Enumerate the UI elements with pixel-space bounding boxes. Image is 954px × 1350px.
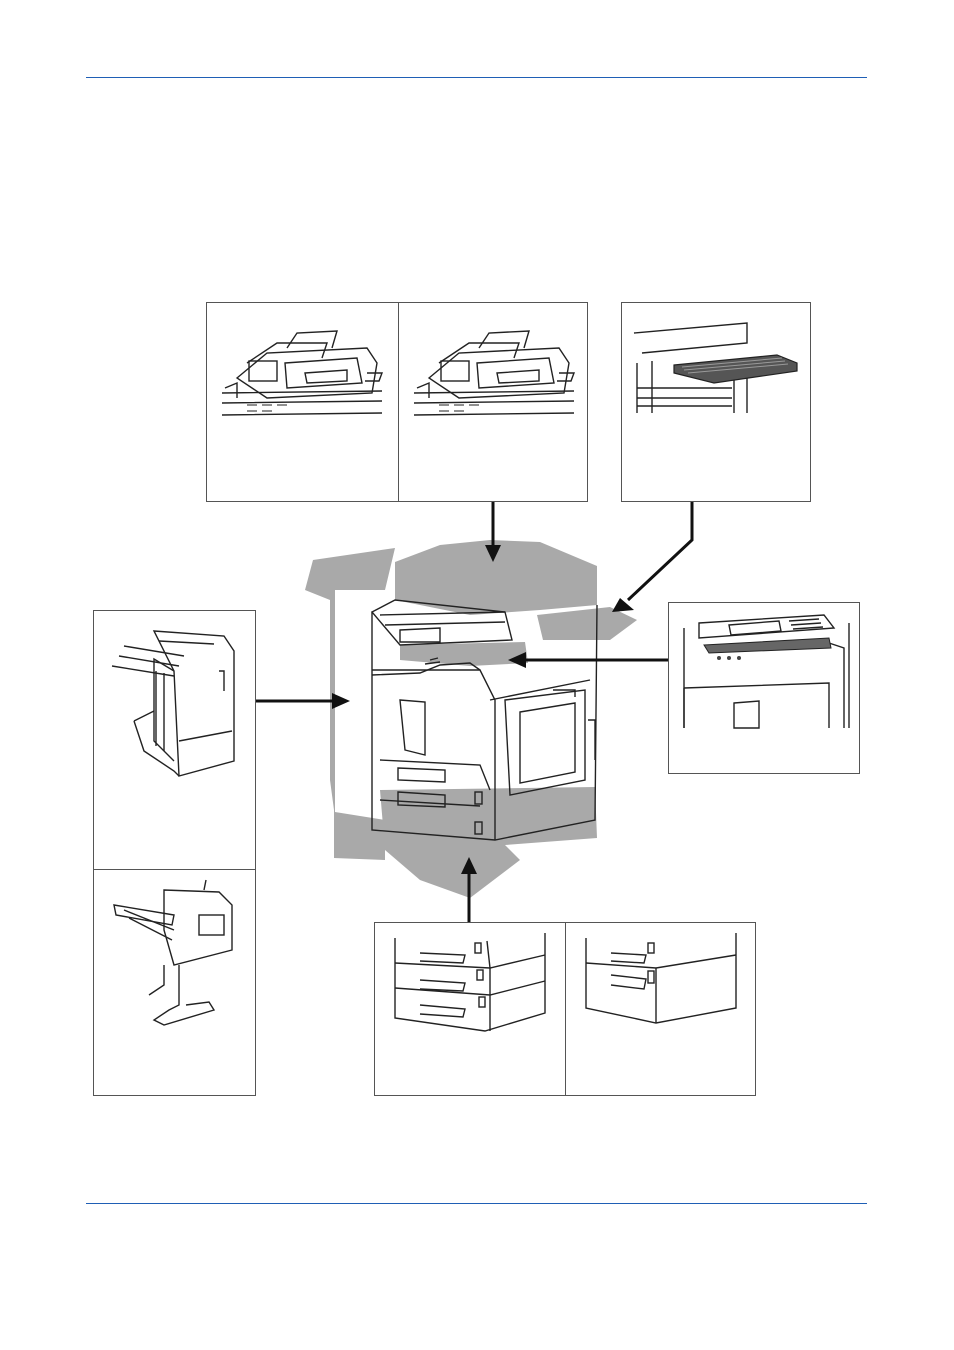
document-processor-icon [207,303,398,503]
job-separator-panel [621,302,811,502]
document-processor-panel [206,302,588,502]
job-separator-silhouette [537,607,637,640]
finisher-icon [94,870,255,1096]
paper-feeder-option-2-tray [565,923,756,1095]
finisher-option-b [94,870,255,1096]
output-tray-icon [622,303,812,503]
footer-rule [86,1203,867,1204]
document-processor-option-b [398,303,590,501]
arrow-job-separator [628,502,692,600]
paper-feeder-panel [374,922,756,1096]
paper-feeder-silhouette [380,787,597,898]
paper-feeder-icon [375,923,565,1097]
paper-feeder-icon [566,923,756,1097]
paper-feeder-option-3-tray [375,923,565,1095]
inner-job-separator-panel [668,602,860,774]
inner-job-separator-silhouette [400,642,528,666]
copier-body [372,600,597,840]
finisher-option-a [94,611,255,870]
finisher-silhouette [305,548,395,860]
inner-tray-icon [669,603,861,775]
finisher-panel [93,610,256,1096]
document-processor-option-a [207,303,398,501]
arrows [256,502,692,922]
header-rule [86,77,867,78]
document-processor-silhouette [395,540,597,615]
document-processor-icon [399,303,589,503]
finisher-icon [94,611,255,869]
